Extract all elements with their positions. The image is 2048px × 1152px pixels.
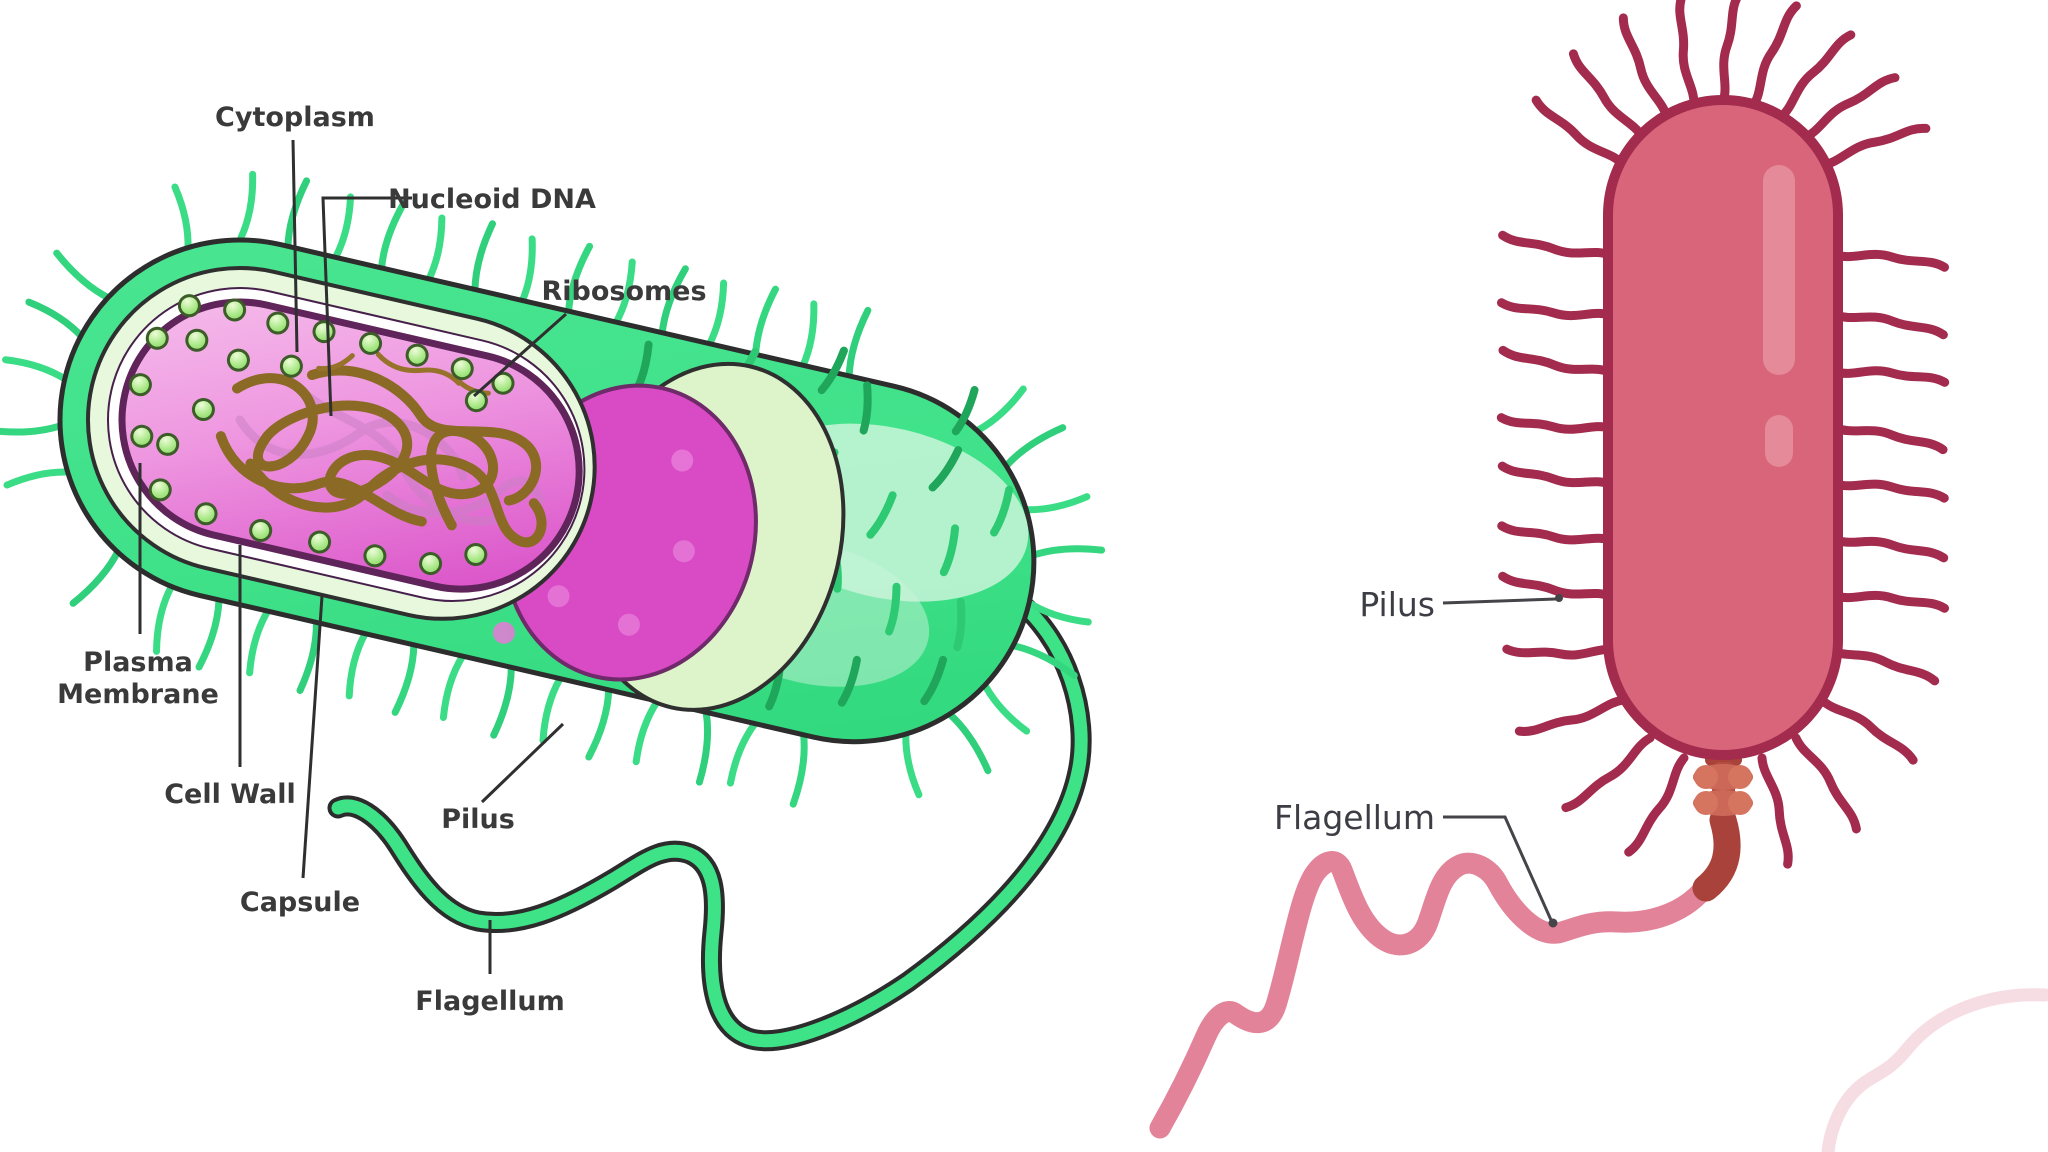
label-nucleoid-dna: Nucleoid DNA [388,184,596,215]
flagellum-hook [1692,806,1741,902]
pilus-leader-line [480,722,565,804]
nucleoid-dna-leader-line [321,196,412,417]
right-pilus-leader-dot [1555,594,1563,602]
right-bacterium-illustration: Pilus Flagellum [1149,0,2048,1152]
cytoplasm-leader-line [291,139,299,353]
left-leader-lines [138,139,567,974]
label-capsule: Capsule [240,887,360,918]
left-bacterium-illustration: Cytoplasm Nucleoid DNA Ribosomes Plasma … [0,102,1145,1052]
right-leader-lines [1442,594,1563,928]
left-flagellum [327,585,1092,1052]
capsule-leader-line [301,595,324,879]
left-bacterium-body [0,124,1145,860]
label-plasma-membrane-1: Plasma [83,647,193,678]
dna-tangle [215,365,547,548]
right-body-shape [1603,95,1843,760]
label-flagellum-right: Flagellum [1274,798,1435,837]
right-body-highlight-streak [1763,165,1795,375]
ribosomes-group [128,294,515,576]
right-flagellum [1149,851,1717,1139]
ribosomes-leader-line [473,312,567,398]
faint-flagellum [1821,988,2048,1152]
right-pilus-leader-line [1442,597,1557,605]
back-ribosome-dots [492,449,695,644]
right-body-highlight-dot [1765,415,1793,467]
label-plasma-membrane-2: Membrane [57,679,219,710]
label-flagellum-left: Flagellum [415,986,564,1017]
label-ribosomes: Ribosomes [541,276,706,307]
label-cytoplasm: Cytoplasm [215,102,375,133]
right-flagellum-leader-dot [1548,918,1558,928]
dna-thin-branches [316,351,491,396]
label-cell-wall: Cell Wall [164,779,296,810]
label-pilus-right: Pilus [1359,585,1435,624]
right-flagellum-leader-line [1443,815,1553,921]
label-pilus-left: Pilus [441,804,515,835]
